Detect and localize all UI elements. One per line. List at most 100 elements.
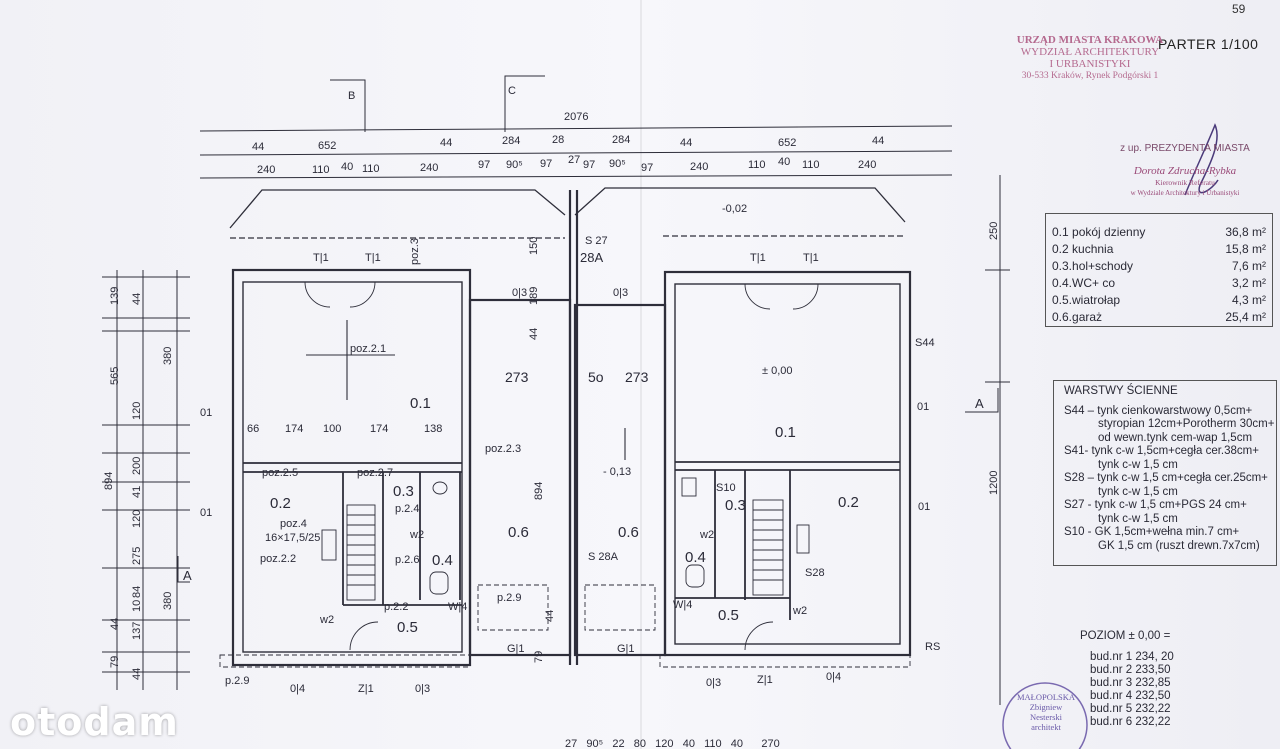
paper-fold xyxy=(640,0,642,749)
dim-left-139: 139 xyxy=(109,287,121,305)
label-z1-right: Z|1 xyxy=(757,674,773,686)
seal-line1: MAŁOPOLSKA xyxy=(1016,692,1076,702)
room-right-0.1: 0.1 xyxy=(775,424,796,441)
label-poz27: poz.2.7 xyxy=(357,467,393,479)
label-stairs: 16×17,5/25 xyxy=(265,532,320,544)
room-left-0.5: 0.5 xyxy=(397,619,418,636)
dim-line-1 xyxy=(199,150,953,156)
dim-left-41: 41 xyxy=(131,486,143,498)
label-t1-a: T|1 xyxy=(313,252,329,264)
dim-top-4: 28 xyxy=(552,134,564,146)
dim-left-84: 84 xyxy=(131,586,143,598)
label-t1-c: T|1 xyxy=(750,252,766,264)
dim-top-2: 44 xyxy=(440,137,452,149)
total-width-dim: 2076 xyxy=(564,111,588,123)
room-left-0.2: 0.2 xyxy=(270,495,291,512)
label-s28a: S 28A xyxy=(588,551,619,563)
label-w2-c: w2 xyxy=(699,529,714,541)
room-right-0.6: 0.6 xyxy=(618,524,639,541)
dim-174-a: 174 xyxy=(285,423,303,435)
level-row: bud.nr 3 232,85 xyxy=(1090,677,1171,689)
section-b-label: B xyxy=(348,90,355,102)
label-s44: S44 xyxy=(915,337,935,349)
room-right-0.2: 0.2 xyxy=(838,494,859,511)
signature-stamp: z up. PREZYDENTA MIASTA Dorota Zdrucha-R… xyxy=(1110,143,1260,199)
dim-top-5: 284 xyxy=(612,134,630,146)
dim-mid-0: 240 xyxy=(257,164,275,176)
dim-mid-11: 97 xyxy=(641,162,653,174)
dim-mid-8: 27 xyxy=(568,154,580,166)
dim-894-garage: 894 xyxy=(533,482,545,500)
seal-line3: Nesterski xyxy=(1029,712,1063,722)
room-right-0.3: 0.3 xyxy=(725,497,746,514)
office-stamp: URZĄD MIASTA KRAKOWA WYDZIAŁ ARCHITEKTUR… xyxy=(1010,34,1170,82)
dim-mid-6: 90⁵ xyxy=(506,159,523,171)
label-o1-c: 01 xyxy=(917,401,929,413)
wall-layer-line: GK 1,5 cm (ruszt drewn.7x7cm) xyxy=(1098,539,1260,552)
levels-title: POZIOM ± 0,00 = xyxy=(1080,630,1171,642)
label-g1-left: G|1 xyxy=(507,643,525,655)
dim-mid-13: 110 xyxy=(748,159,766,171)
label-p29-left: p.2.9 xyxy=(225,675,249,687)
wall-layer-line: S44 – tynk cienkowarstwowy 0,5cm+ xyxy=(1064,404,1253,417)
label-p22: p.2.2 xyxy=(384,601,408,613)
dim-left-79: 79 xyxy=(109,656,121,668)
office-stamp-line3: I URBANISTYKI xyxy=(1049,58,1131,70)
label-t1-d: T|1 xyxy=(803,252,819,264)
dim-mid-4: 240 xyxy=(420,162,438,174)
section-b-marker xyxy=(330,79,366,132)
bay-left xyxy=(229,189,566,229)
label-s28: S28 xyxy=(805,567,825,579)
label-poz23: poz.2.3 xyxy=(485,443,521,455)
dim-mid-15: 110 xyxy=(802,159,820,171)
label-w4-left: W|4 xyxy=(448,601,467,613)
room-left-0.4: 0.4 xyxy=(432,552,453,569)
dim-66: 66 xyxy=(247,423,259,435)
dim-left-120a: 120 xyxy=(131,402,143,420)
seal-line4: architekt xyxy=(1031,722,1061,732)
wall-layer-line: tynk c-w 1,5 cm xyxy=(1098,485,1178,498)
dim-right-250: 250 xyxy=(988,222,1000,240)
wall-layers-title: WARSTWY ŚCIENNE xyxy=(1064,385,1178,397)
signature-scribble xyxy=(1184,123,1219,196)
label-50: 5o xyxy=(588,369,604,385)
dim-left-380b: 380 xyxy=(162,592,174,610)
dim-44-mid: 44 xyxy=(528,328,540,340)
label-o1-a: 01 xyxy=(200,407,212,419)
signature-dept: w Wydziale Architektury i Urbanistyki xyxy=(1130,189,1240,197)
level-row: bud.nr 4 232,50 xyxy=(1090,690,1171,702)
level-row: bud.nr 5 232,22 xyxy=(1090,703,1171,715)
dim-100: 100 xyxy=(323,423,341,435)
label-rs: RS xyxy=(925,641,940,653)
dim-mid-14: 40 xyxy=(778,156,790,168)
wall-layer-line: S10 - GK 1,5cm+wełna min.7 cm+ xyxy=(1064,526,1240,538)
label-w2-d: w2 xyxy=(792,605,807,617)
dim-left-275: 275 xyxy=(131,547,143,565)
dim-left-565: 565 xyxy=(109,367,121,385)
level-row: bud.nr 6 232,22 xyxy=(1090,716,1171,728)
label-p24: p.2.4 xyxy=(395,503,419,515)
label-poz4: poz.4 xyxy=(280,518,307,530)
dim-top-1: 652 xyxy=(318,140,336,152)
label-o1-b: 01 xyxy=(200,507,212,519)
label-o1-d: 01 xyxy=(918,501,930,513)
label-t1-b: T|1 xyxy=(365,252,381,264)
room-right-0.4: 0.4 xyxy=(685,549,706,566)
label-w2-b: w2 xyxy=(319,614,334,626)
room-right-0.5: 0.5 xyxy=(718,607,739,624)
label-o3-a: 0|3 xyxy=(512,287,527,299)
label-28a-handwritten: 28A xyxy=(580,250,603,265)
signature-name: Dorota Zdrucha-Rybka xyxy=(1133,165,1237,177)
otodam-logo[interactable]: otodam xyxy=(10,700,179,744)
section-a-right xyxy=(965,388,999,413)
label-level-0: ± 0,00 xyxy=(762,365,793,377)
room-left-0.6: 0.6 xyxy=(508,524,529,541)
dim-mid-12: 240 xyxy=(690,161,708,173)
section-a-left xyxy=(177,556,190,583)
dim-right-1200: 1200 xyxy=(988,471,1000,495)
